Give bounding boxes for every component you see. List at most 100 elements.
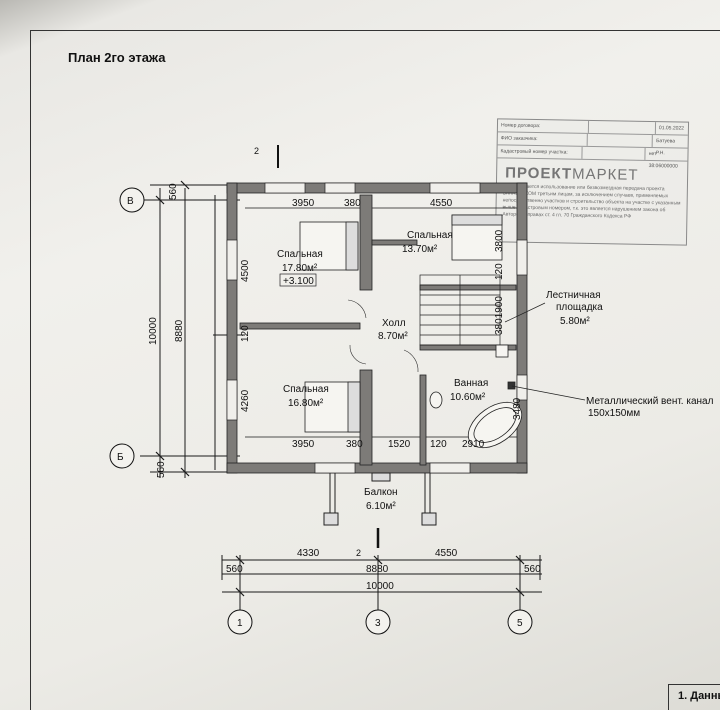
dim-value: 3950 xyxy=(292,198,315,209)
dim-tick xyxy=(515,555,525,565)
dim-tick xyxy=(180,180,190,190)
room-name-line1: Лестничная xyxy=(546,290,601,301)
room-name: Балкон xyxy=(364,487,398,498)
dim-value: 560 xyxy=(168,183,179,200)
room-area: 10.60м² xyxy=(450,392,486,403)
axis-letter: Б xyxy=(117,452,124,463)
dim-value: 560 xyxy=(524,564,541,575)
room-area: 8.70м² xyxy=(378,331,408,342)
interior-wall xyxy=(359,369,373,466)
window xyxy=(264,182,306,194)
dim-value: 10000 xyxy=(366,581,394,592)
room-name-line2: площадка xyxy=(556,302,603,313)
vent-duct xyxy=(507,381,516,390)
section-mark-label: 2 xyxy=(356,548,361,558)
dim-tick xyxy=(373,555,383,565)
exterior-wall-bottom xyxy=(226,462,528,474)
room-area: 13.70м² xyxy=(402,244,438,255)
dim-tick xyxy=(155,451,165,461)
interior-wall xyxy=(359,194,373,291)
plan-title: План 2го этажа xyxy=(68,50,166,65)
level-mark: +3.100 xyxy=(283,276,314,287)
bed-headboard xyxy=(345,221,359,271)
bed-headboard xyxy=(347,381,361,433)
axis-bubble-1 xyxy=(227,609,253,635)
axis-bubble-v xyxy=(119,187,145,213)
staircase xyxy=(419,274,501,346)
window xyxy=(314,462,356,474)
dim-value: 1520 xyxy=(388,439,411,450)
room-name: Спальная xyxy=(407,230,453,241)
axis-bubble-b xyxy=(109,443,135,469)
window xyxy=(226,239,238,281)
door-swing xyxy=(347,299,367,319)
axis-number: 1 xyxy=(237,618,243,629)
dim-value: 4550 xyxy=(435,548,458,559)
interior-wall xyxy=(419,374,427,466)
dim-value: 10000 xyxy=(148,317,159,345)
balcony xyxy=(323,472,437,526)
exterior-wall-left xyxy=(226,182,238,474)
dim-value: 3800 xyxy=(494,229,505,252)
room-name: Холл xyxy=(382,318,406,329)
dim-value: 560 xyxy=(226,564,243,575)
level-box xyxy=(279,273,317,287)
window xyxy=(516,239,528,276)
bed-headboard xyxy=(451,214,503,226)
dim-tick xyxy=(235,555,245,565)
dim-value: 8880 xyxy=(174,319,185,342)
door-swing xyxy=(349,344,367,365)
leader-line xyxy=(511,385,586,401)
room-area: 6.10м² xyxy=(366,501,396,512)
dim-value: 380 xyxy=(346,439,363,450)
room-area: 16.80м² xyxy=(288,398,324,409)
footer-label: 1. Данны xyxy=(678,690,720,702)
dim-tick xyxy=(235,587,245,597)
dim-value: 3950 xyxy=(292,439,315,450)
dim-value: 560 xyxy=(156,461,167,478)
window xyxy=(429,182,481,194)
dim-value: 4330 xyxy=(297,548,320,559)
dim-value: 2910 xyxy=(462,439,485,450)
sink xyxy=(495,344,509,358)
dim-value: 120 xyxy=(240,325,251,342)
dim-value: 380 xyxy=(344,198,361,209)
vent-size: 150х150мм xyxy=(588,408,640,419)
section-mark xyxy=(277,145,380,548)
dim-tick xyxy=(155,195,165,205)
axis-number: 5 xyxy=(517,618,523,629)
interior-wall xyxy=(419,284,517,291)
bathtub-inner xyxy=(473,407,517,443)
room-area: 17.80м² xyxy=(282,263,318,274)
dim-value: 4260 xyxy=(240,389,251,412)
axis-bubble-5 xyxy=(507,609,533,635)
sheet-frame xyxy=(30,30,720,710)
axis-bubble-3 xyxy=(365,609,391,635)
axis-number: 3 xyxy=(375,618,381,629)
axis-letter: В xyxy=(127,196,134,207)
footer-table xyxy=(668,684,720,710)
dim-value: 120 xyxy=(430,439,447,450)
window xyxy=(226,379,238,421)
dim-value: 120 xyxy=(494,263,505,280)
window xyxy=(429,462,471,474)
dim-tick xyxy=(180,467,190,477)
room-name: Ванная xyxy=(454,378,488,389)
dim-value: 3801900 xyxy=(494,296,505,335)
leader-line xyxy=(504,302,546,323)
room-name: Спальная xyxy=(283,384,329,395)
dim-value: 4550 xyxy=(430,198,453,209)
door-swing xyxy=(403,349,419,373)
window xyxy=(324,182,356,194)
room-name: Спальная xyxy=(277,249,323,260)
room-area: 5.80м² xyxy=(560,316,590,327)
interior-wall xyxy=(371,239,418,246)
interior-wall xyxy=(239,322,361,330)
dim-value: 3480 xyxy=(512,397,523,420)
dim-tick xyxy=(515,587,525,597)
section-mark-label: 2 xyxy=(254,146,259,156)
dim-value: 8880 xyxy=(366,564,389,575)
exterior-wall-right xyxy=(516,182,528,474)
